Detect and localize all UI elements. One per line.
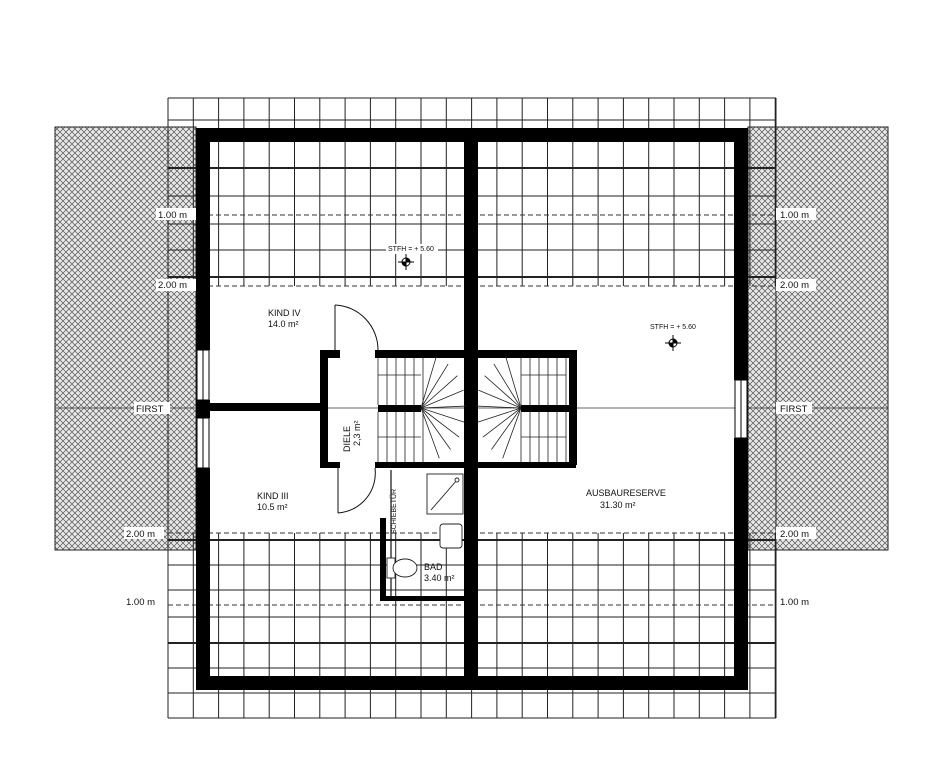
dimension-label: 1.00 m bbox=[158, 210, 187, 221]
ridge-label: FIRST bbox=[780, 404, 808, 415]
grid-line bbox=[476, 405, 522, 409]
grid-line bbox=[477, 407, 522, 423]
roof-overhang-left bbox=[54, 126, 197, 551]
grid-line bbox=[502, 407, 522, 459]
dimension-label: 1.00 m bbox=[780, 597, 809, 608]
grid-line bbox=[493, 363, 522, 409]
grid-line bbox=[420, 405, 466, 409]
dimension-label: 2.00 m bbox=[158, 280, 187, 291]
windows bbox=[196, 349, 748, 469]
dimension-label: 1.00 m bbox=[780, 210, 809, 221]
room-name: KIND IV bbox=[268, 308, 301, 318]
staircases bbox=[377, 356, 567, 462]
room-area: 10.5 m² bbox=[257, 502, 288, 512]
sink-icon bbox=[439, 523, 463, 549]
grid-line bbox=[478, 389, 522, 409]
room-area: 3.40 m² bbox=[424, 573, 455, 583]
grid-line bbox=[420, 407, 465, 423]
ridge-label: FIRST bbox=[136, 404, 164, 415]
room-name: AUSBAURESERVE bbox=[586, 488, 666, 498]
grid-line bbox=[420, 407, 460, 438]
dimension-label: 2.00 m bbox=[780, 280, 809, 291]
room-area: 31.30 m² bbox=[600, 500, 636, 510]
grid-line bbox=[420, 363, 449, 409]
room-name: KIND III bbox=[257, 491, 289, 501]
grid-line bbox=[484, 375, 522, 409]
dimension-label: 2.00 m bbox=[780, 529, 809, 540]
grid-line bbox=[420, 407, 451, 450]
level-label: STFH = + 5.60 bbox=[388, 246, 434, 253]
level-label: STFH = + 5.60 bbox=[650, 324, 696, 331]
roof-overhang-right bbox=[747, 126, 889, 551]
grid-line bbox=[505, 356, 522, 409]
walls bbox=[196, 128, 748, 690]
room-area: 2,3 m² bbox=[352, 420, 362, 446]
grid-line bbox=[420, 375, 458, 409]
door-label: SCHIEBETÜR bbox=[390, 489, 398, 534]
grid-line bbox=[420, 389, 464, 409]
level-marker-icon bbox=[398, 254, 681, 351]
grid-line bbox=[420, 356, 437, 409]
room-name: DIELE bbox=[342, 426, 352, 452]
room-name: BAD bbox=[424, 562, 443, 572]
dimension-label: 1.00 m bbox=[126, 597, 155, 608]
grid-line bbox=[420, 407, 440, 459]
grid-line bbox=[491, 407, 522, 450]
dimension-label: 2.00 m bbox=[126, 529, 155, 540]
room-area: 14.0 m² bbox=[268, 319, 299, 329]
bathroom-fixtures bbox=[386, 473, 464, 579]
grid-line bbox=[482, 407, 522, 438]
